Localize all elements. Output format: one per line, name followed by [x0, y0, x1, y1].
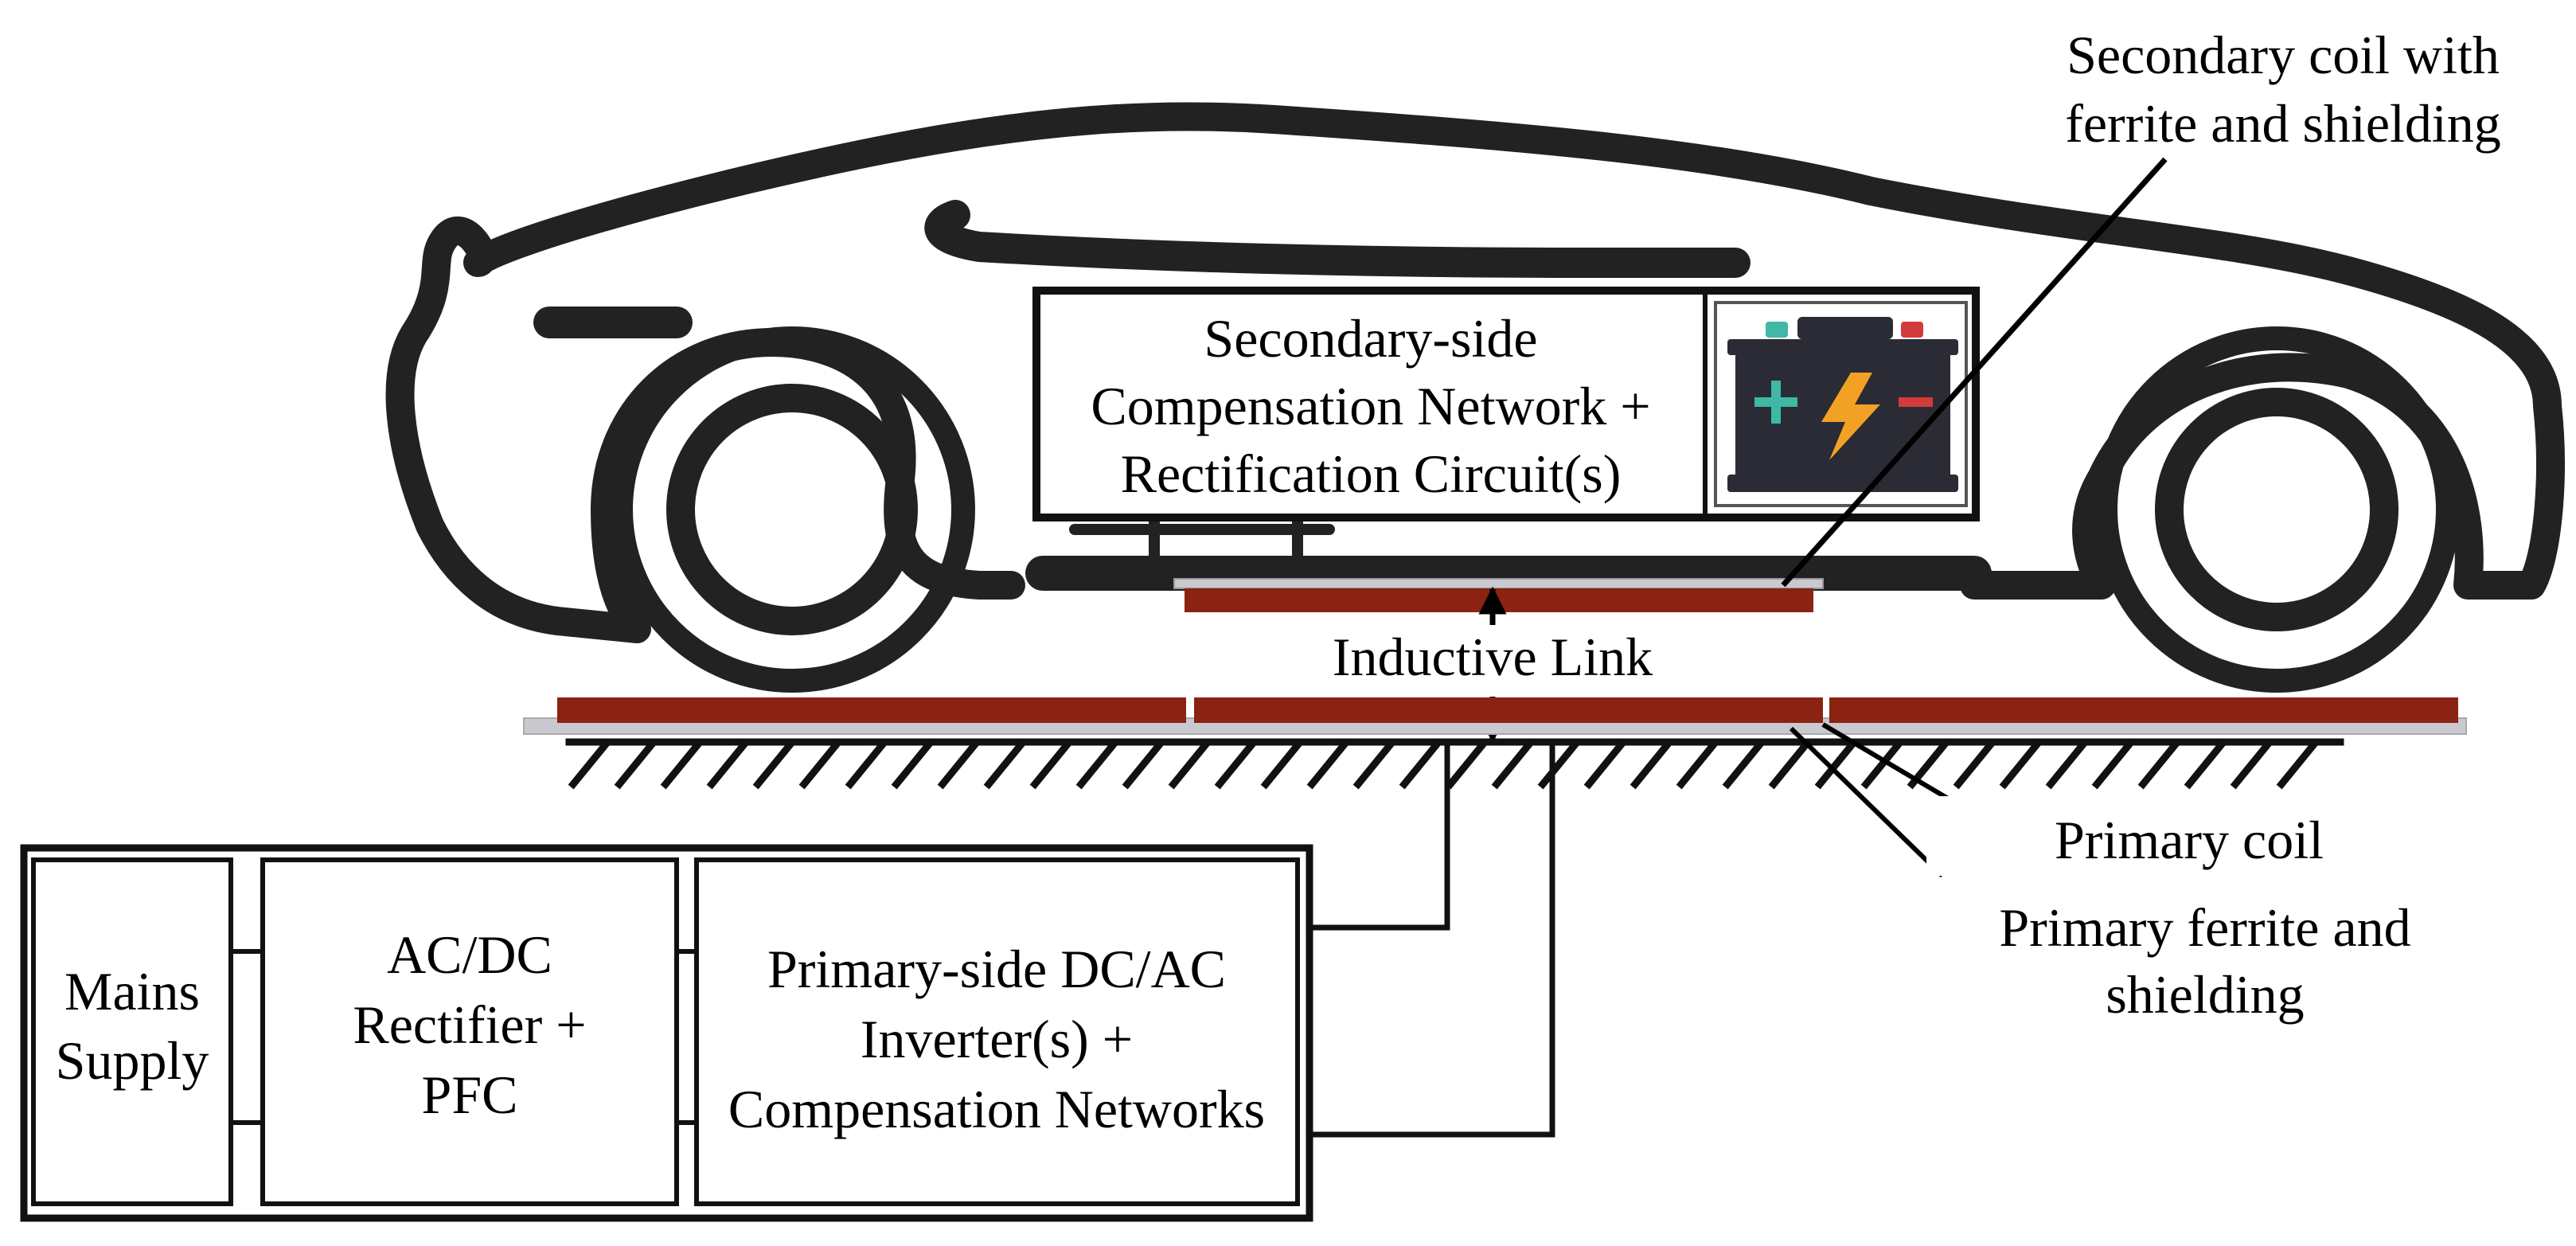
battery-icon — [1714, 301, 1968, 507]
ground-hatch-icon — [565, 738, 2344, 790]
ground-hatch-stroke — [1445, 740, 1488, 790]
rectifier-label-line-3: PFC — [422, 1064, 518, 1125]
ground-hatch-stroke — [1399, 740, 1442, 790]
ground-hatch-stroke — [2230, 740, 2273, 790]
front-wheel — [666, 384, 918, 635]
secondary-block-line-2: Compensation Network + — [1091, 376, 1650, 436]
inverter-box — [694, 857, 1300, 1206]
ground-hatch-stroke — [983, 740, 1026, 790]
primary-system: Mains Supply AC/DC Rectifier + PFC Prima… — [20, 744, 1555, 1222]
ground-hatch-stroke — [1260, 740, 1303, 790]
ground-hatch-stroke — [2276, 740, 2319, 790]
ground-hatch-stroke — [1075, 740, 1118, 790]
secondary-block-line-1: Secondary-side — [1204, 308, 1537, 369]
ground-hatch-stroke — [1953, 740, 1996, 790]
ground-hatch-stroke — [1999, 740, 2042, 790]
primary-ferrite-label-line-1: Primary ferrite and — [1999, 897, 2410, 958]
ground-hatch-stroke — [1491, 740, 1534, 790]
mains-label-line-2: Supply — [56, 1030, 209, 1091]
lightning-bolt-icon — [1821, 373, 1880, 460]
ground-hatch-stroke — [1676, 740, 1719, 790]
inverter-label-line-3: Compensation Networks — [728, 1079, 1265, 1139]
secondary-block: Secondary-side Compensation Network + Re… — [1032, 287, 1980, 521]
primary-coil-label: Primary coil — [2055, 810, 2324, 870]
secondary-coil-callout-line — [1781, 157, 2168, 588]
ground-hatch-stroke — [1860, 740, 1903, 790]
ground-hatch-stroke — [1537, 740, 1580, 790]
ground-hatch-stroke — [614, 740, 657, 790]
mains-supply-box — [31, 857, 233, 1206]
ground-hatch-stroke — [660, 740, 703, 790]
secondary-block-line-3: Rectification Circuit(s) — [1121, 443, 1622, 504]
inductive-link-label: Inductive Link — [1333, 627, 1653, 687]
ground-hatch-stroke — [1352, 740, 1395, 790]
ground-hatch-stroke — [2184, 740, 2227, 790]
rectifier-box — [260, 857, 679, 1206]
ground-hatch-stroke — [1768, 740, 1811, 790]
ground-hatch-stroke — [1029, 740, 1072, 790]
secondary-coil-label-line-1: Secondary coil with — [2067, 25, 2500, 85]
car-outline-icon — [385, 102, 2565, 693]
rectifier-label-line-2: Rectifier + — [353, 994, 586, 1055]
rectifier-label-line-1: AC/DC — [387, 924, 552, 985]
ground-hatch-stroke — [1214, 740, 1257, 790]
inverter-label-line-2: Inverter(s) + — [861, 1009, 1133, 1069]
ground-hatch-stroke — [752, 740, 795, 790]
car-window-line — [924, 200, 1751, 278]
rear-wheel — [2155, 388, 2398, 631]
ground-hatch-stroke — [1722, 740, 1765, 790]
ground-hatch-stroke — [568, 740, 611, 790]
ground-hatch-stroke — [2137, 740, 2180, 790]
ground-hatch-stroke — [1306, 740, 1349, 790]
secondary-coil — [1173, 578, 1824, 612]
mains-label-line-1: Mains — [64, 961, 200, 1021]
primary-pads — [523, 697, 2467, 735]
ground-hatch-stroke — [1814, 740, 1857, 790]
ground-hatch-stroke — [2091, 740, 2134, 790]
ground-hatch-stroke — [2045, 740, 2088, 790]
plus-icon — [1754, 381, 1797, 424]
ground-hatch-stroke — [937, 740, 980, 790]
ground-hatch-stroke — [891, 740, 934, 790]
ground-hatch-stroke — [1583, 740, 1626, 790]
primary-ferrite-label-line-2: shielding — [2106, 964, 2304, 1025]
ground-hatch-stroke — [798, 740, 841, 790]
secondary-coil-label-line-2: ferrite and shielding — [2065, 93, 2501, 154]
ground-hatch-stroke — [1122, 740, 1165, 790]
ground-hatch-stroke — [1630, 740, 1672, 790]
primary-ferrite-callout-line — [1789, 726, 1945, 878]
ground-hatch-stroke — [1168, 740, 1211, 790]
ground-hatch-stroke — [845, 740, 888, 790]
ground-hatch-stroke — [706, 740, 749, 790]
inverter-label-line-1: Primary-side DC/AC — [767, 939, 1226, 999]
car-body-outline — [385, 102, 2565, 643]
